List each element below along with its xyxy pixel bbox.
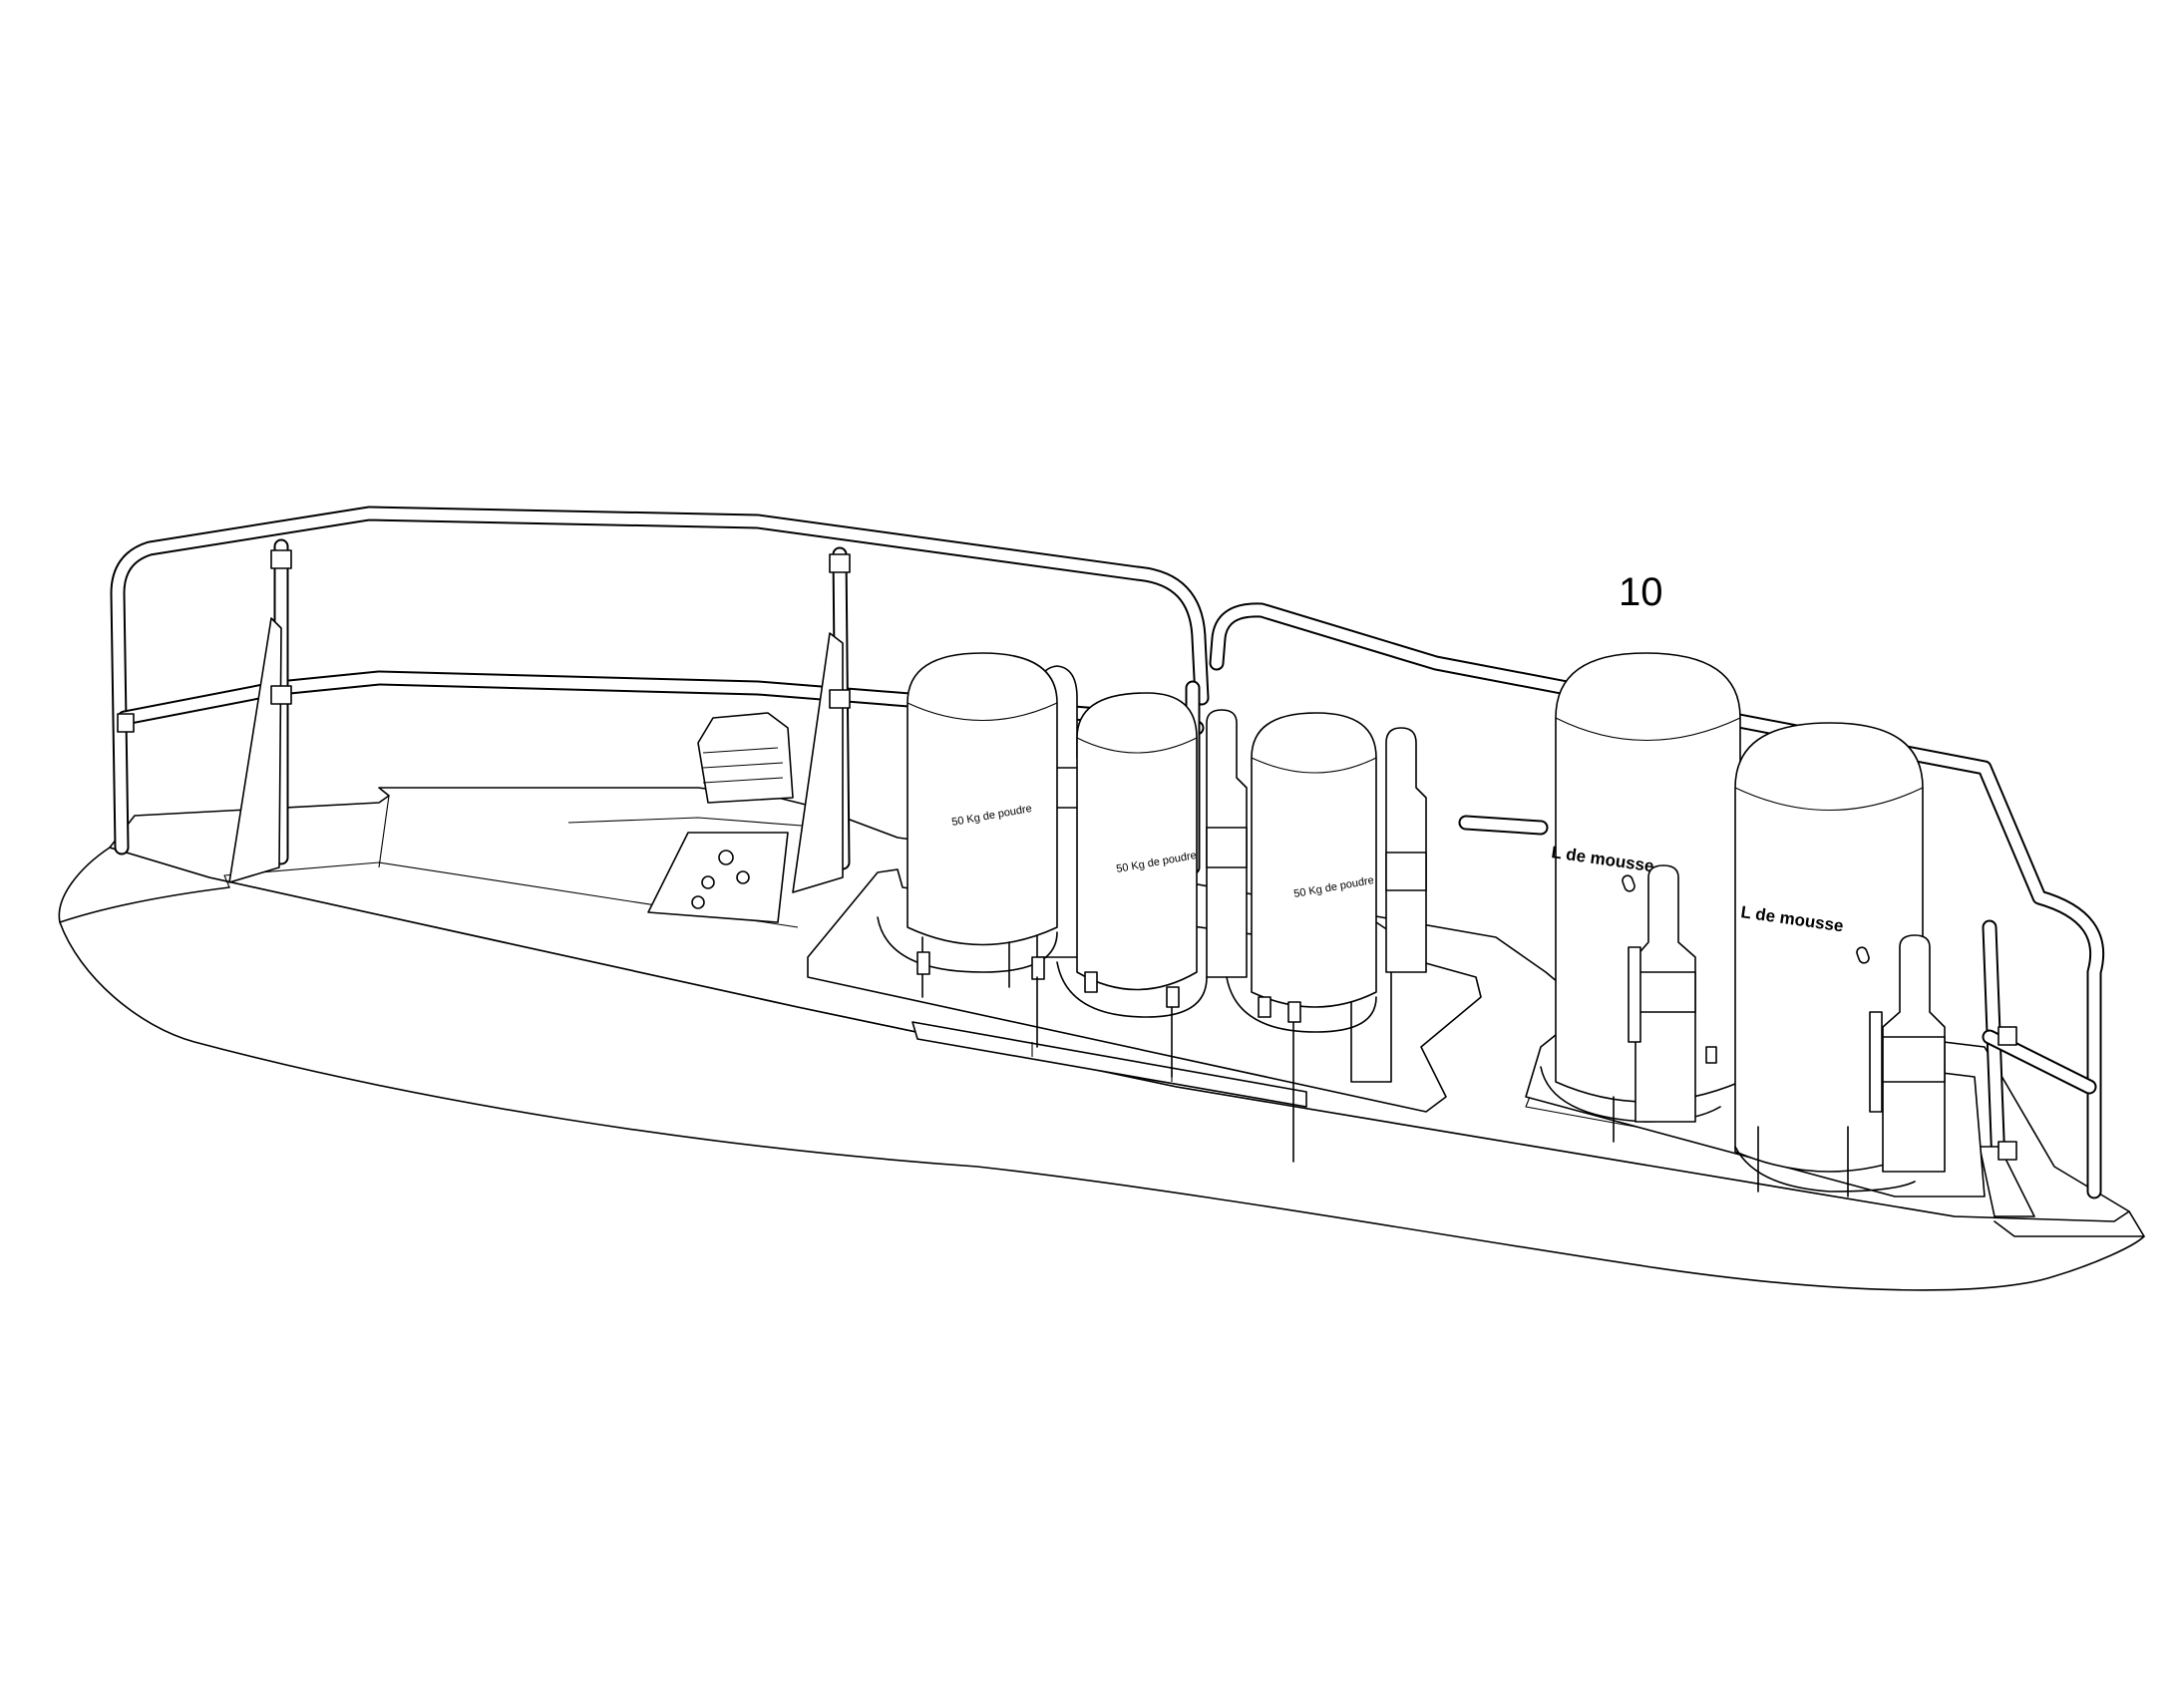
foam-tank-1: L de mousse bbox=[1540, 652, 1741, 1143]
powder-tank-1: 50 Kg de poudre bbox=[877, 652, 1088, 1048]
callout-number: 10 bbox=[1619, 570, 1663, 614]
platform-hull bbox=[58, 847, 2145, 1291]
guard-rail-left bbox=[110, 506, 1210, 893]
foam-tank-2: L de mousse bbox=[1734, 722, 1946, 1197]
powder-tank-2: 50 Kg de poudre bbox=[1056, 692, 1248, 1078]
guard-rail-right bbox=[1209, 602, 2105, 1217]
powder-tank-3: 50 Kg de poudre bbox=[1226, 712, 1427, 1033]
control-unit bbox=[647, 712, 794, 923]
